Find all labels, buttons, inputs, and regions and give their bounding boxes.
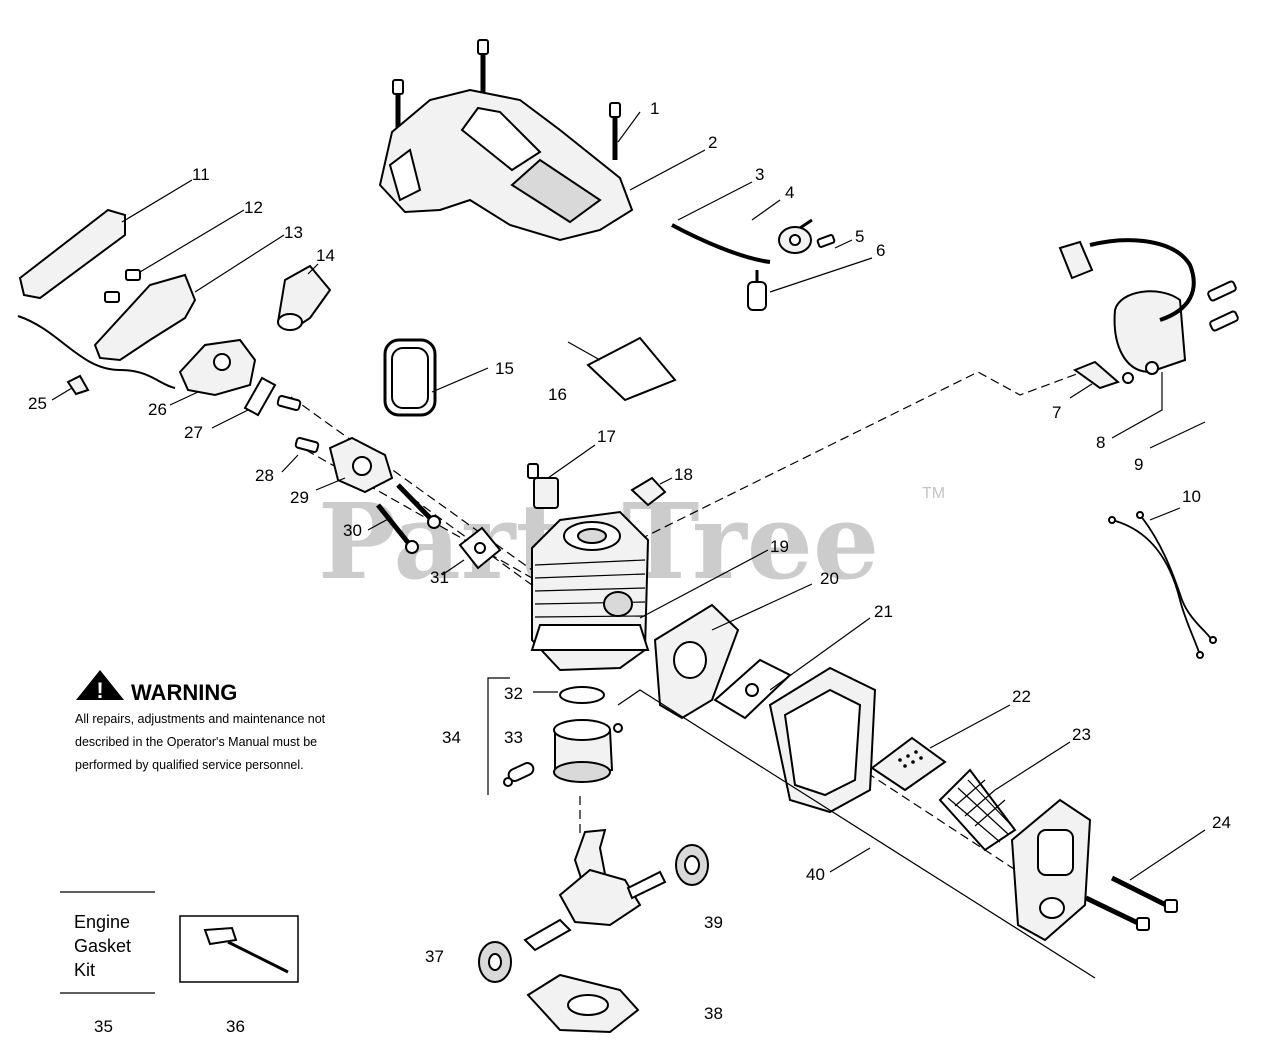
callout-9: 9 bbox=[1134, 455, 1143, 474]
callout-17: 17 bbox=[597, 427, 616, 446]
callout-7: 7 bbox=[1052, 403, 1061, 422]
part-5-pin[interactable] bbox=[816, 234, 836, 248]
callout-18: 18 bbox=[674, 465, 693, 484]
part-15-gasket-ring[interactable] bbox=[383, 338, 437, 417]
callout-24: 24 bbox=[1212, 813, 1231, 832]
part-19-cylinder[interactable] bbox=[530, 510, 650, 672]
part-18-valve[interactable] bbox=[630, 476, 667, 507]
part-29-adapter[interactable] bbox=[328, 436, 394, 494]
warning-triangle-icon: ! bbox=[76, 670, 124, 703]
callout-3: 3 bbox=[755, 165, 764, 184]
callout-13: 13 bbox=[284, 223, 303, 242]
kit-line-1: Engine bbox=[74, 912, 130, 932]
callout-26: 26 bbox=[148, 400, 167, 419]
part-22-spark-screen[interactable] bbox=[870, 736, 947, 792]
callout-14: 14 bbox=[316, 246, 335, 265]
callout-28: 28 bbox=[255, 466, 274, 485]
callout-5: 5 bbox=[855, 227, 864, 246]
part-36-tool-icon[interactable] bbox=[203, 926, 289, 974]
part-13-filter-base[interactable] bbox=[17, 273, 197, 389]
warning-line-2: described in the Operator's Manual must … bbox=[75, 735, 317, 749]
callout-31: 31 bbox=[430, 568, 449, 587]
part-23-screen[interactable] bbox=[938, 768, 1017, 852]
warning-line-1: All repairs, adjustments and maintenance… bbox=[75, 712, 326, 726]
watermark-trademark: TM bbox=[922, 485, 945, 502]
callout-38: 38 bbox=[704, 1004, 723, 1023]
part-39-bearing[interactable] bbox=[675, 844, 709, 886]
callout-40: 40 bbox=[806, 865, 825, 884]
gasket-kit-block: Engine Gasket Kit bbox=[60, 891, 299, 994]
kit-line-2: Gasket bbox=[74, 936, 131, 956]
callout-11: 11 bbox=[192, 165, 210, 184]
part-14-intake[interactable] bbox=[276, 264, 332, 332]
callout-15: 15 bbox=[495, 359, 514, 378]
callout-32: 32 bbox=[504, 684, 523, 703]
part-40-muffler[interactable] bbox=[768, 666, 877, 814]
callout-34: 34 bbox=[442, 728, 461, 747]
callout-2: 2 bbox=[708, 133, 717, 152]
callout-12: 12 bbox=[244, 198, 263, 217]
callout-20: 20 bbox=[820, 569, 839, 588]
callout-8: 8 bbox=[1096, 433, 1105, 452]
callout-37: 37 bbox=[425, 947, 444, 966]
part-33-piston[interactable] bbox=[503, 719, 623, 787]
part-27-gasket[interactable] bbox=[243, 376, 277, 417]
part-3-hose[interactable] bbox=[671, 223, 771, 264]
part-26-carburetor[interactable] bbox=[178, 338, 257, 397]
callout-23: 23 bbox=[1072, 725, 1091, 744]
callout-27: 27 bbox=[184, 423, 203, 442]
callout-36: 36 bbox=[226, 1017, 245, 1036]
callout-25: 25 bbox=[28, 394, 47, 413]
part-37-seal[interactable] bbox=[478, 941, 512, 983]
callout-30: 30 bbox=[343, 521, 362, 540]
part-28-screws[interactable] bbox=[276, 394, 320, 454]
part-20-muffler-plate[interactable] bbox=[653, 603, 740, 720]
callout-19: 19 bbox=[770, 537, 789, 556]
callout-4: 4 bbox=[785, 183, 794, 202]
kit-line-3: Kit bbox=[74, 960, 95, 980]
warning-line-3: performed by qualified service personnel… bbox=[75, 758, 304, 772]
part-17-spark-plug[interactable] bbox=[527, 463, 559, 509]
callout-numbers: 1 2 3 4 5 6 7 8 9 10 11 12 13 14 15 16 1… bbox=[28, 99, 1231, 1036]
callout-29: 29 bbox=[290, 488, 309, 507]
part-30-bolts[interactable] bbox=[376, 483, 441, 554]
part-2-top-cover[interactable] bbox=[378, 88, 634, 242]
part-9-ignition-module[interactable] bbox=[1058, 238, 1239, 374]
callout-6: 6 bbox=[876, 241, 885, 260]
part-16-sheet[interactable] bbox=[586, 336, 677, 402]
crankshaft-assembly[interactable] bbox=[523, 828, 667, 952]
callout-39: 39 bbox=[704, 913, 723, 932]
part-12-nut[interactable] bbox=[104, 269, 141, 303]
callout-10: 10 bbox=[1182, 487, 1201, 506]
callout-35: 35 bbox=[94, 1017, 113, 1036]
part-38-crankcase[interactable] bbox=[526, 973, 640, 1034]
part-24-bolts[interactable] bbox=[1084, 875, 1178, 931]
part-11-air-filter[interactable] bbox=[18, 208, 126, 300]
callout-16: 16 bbox=[548, 385, 567, 404]
part-6-filter[interactable] bbox=[747, 270, 767, 311]
callout-22: 22 bbox=[1012, 687, 1031, 706]
part-40-muffler-cover[interactable] bbox=[1010, 798, 1092, 942]
callout-1: 1 bbox=[650, 99, 659, 118]
part-10-wire-harness[interactable] bbox=[1108, 511, 1217, 659]
part-4-oil-pump[interactable] bbox=[778, 218, 813, 254]
warning-title: WARNING bbox=[131, 680, 237, 705]
part-7-bracket[interactable] bbox=[1072, 360, 1120, 390]
part-8-spacer[interactable] bbox=[1122, 361, 1159, 384]
callout-33: 33 bbox=[504, 728, 523, 747]
warning-block: ! WARNING All repairs, adjustments and m… bbox=[75, 670, 326, 772]
part-32-piston-ring[interactable] bbox=[559, 686, 605, 704]
part-1-screws[interactable] bbox=[392, 39, 621, 160]
part-31-gasket[interactable] bbox=[458, 526, 502, 570]
callout-21: 21 bbox=[874, 602, 893, 621]
bracket-34 bbox=[487, 677, 510, 795]
leader-lines bbox=[51, 111, 1206, 979]
part-25-grommet[interactable] bbox=[66, 374, 90, 396]
svg-text:!: ! bbox=[96, 678, 103, 703]
